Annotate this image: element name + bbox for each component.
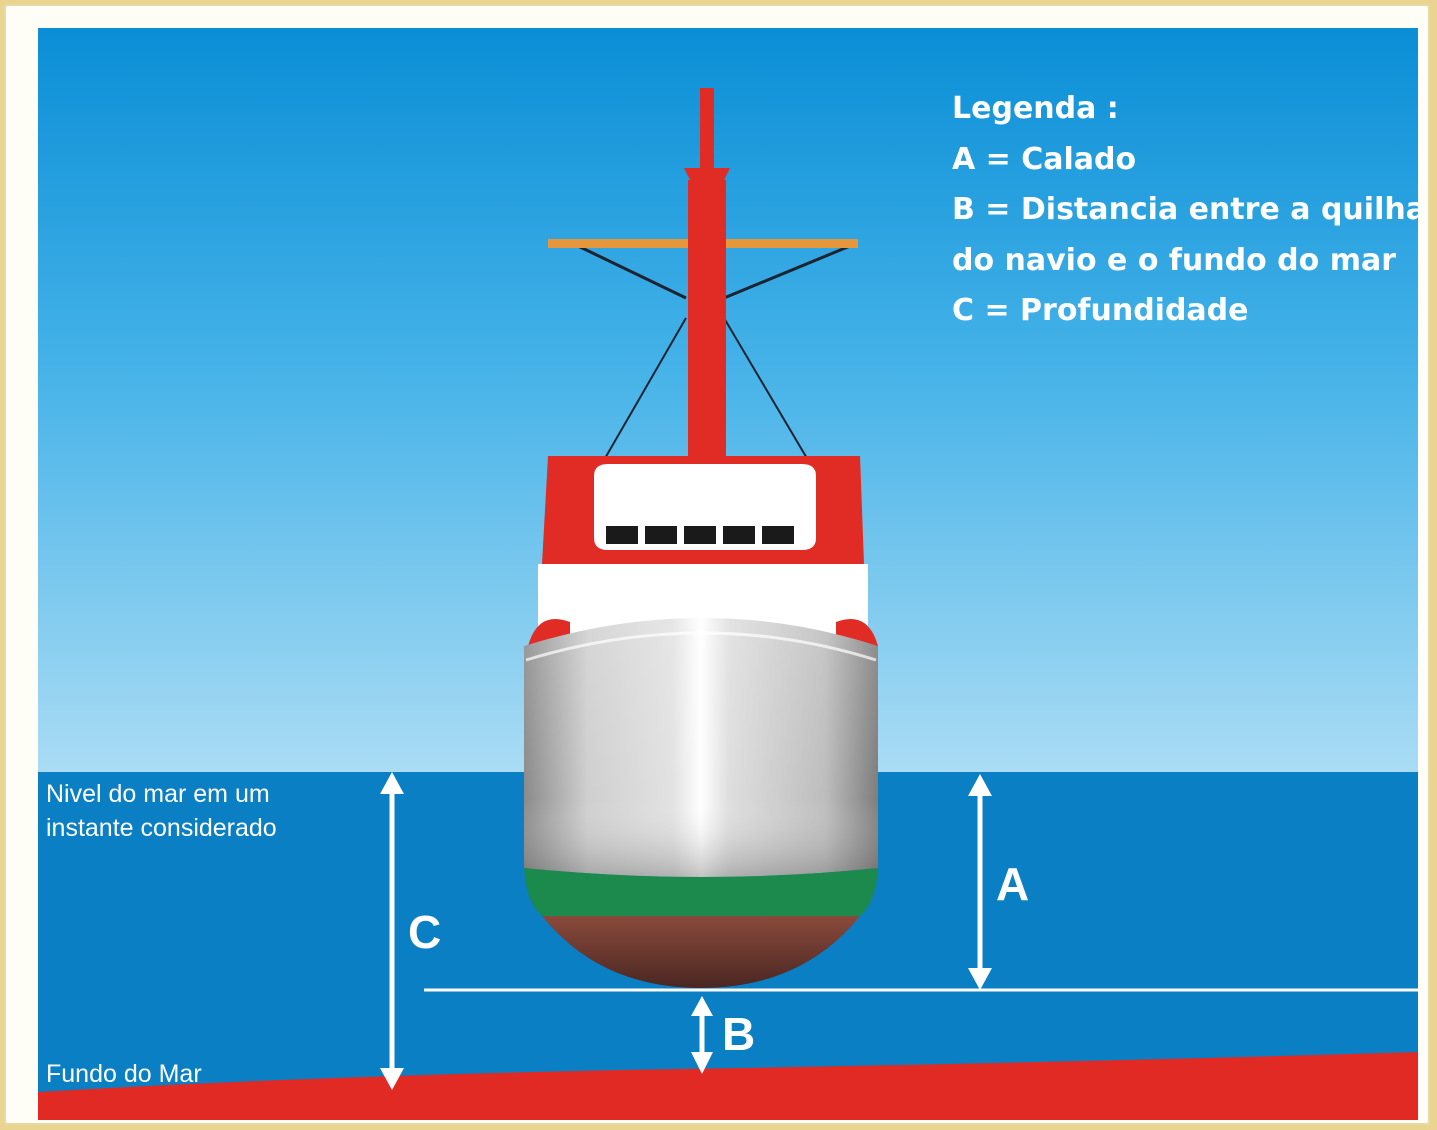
legend-item-b: B = Distancia entre a quilha — [952, 192, 1418, 227]
sea-floor-label: Fundo do Mar — [46, 1060, 202, 1088]
draft-diagram: A B C Nivel do mar em um instante consid… — [38, 28, 1418, 1120]
legend-title: Legenda : — [952, 91, 1119, 126]
legend: Legenda : A = Calado B = Distancia entre… — [952, 91, 1418, 328]
legend-item-c: C = Profundidade — [952, 293, 1249, 328]
label-B: B — [722, 1008, 755, 1060]
bridge-window — [723, 526, 755, 544]
legend-item-b-continued: do navio e o fundo do mar — [952, 243, 1396, 278]
bridge-window — [606, 526, 638, 544]
bridge-window — [645, 526, 677, 544]
double-arrow-icon — [380, 772, 404, 1090]
label-C: C — [408, 906, 441, 958]
bridge-window — [684, 526, 716, 544]
ship-hull — [524, 618, 878, 988]
sea-level-label-line2: instante considerado — [46, 814, 277, 842]
ship-mast — [548, 88, 858, 470]
double-arrow-icon — [691, 996, 713, 1074]
image-frame: A B C Nivel do mar em um instante consid… — [4, 4, 1430, 1125]
sea-floor — [38, 1052, 1418, 1120]
sea-level-label-line1: Nivel do mar em um — [46, 780, 270, 808]
double-arrow-icon — [968, 774, 992, 990]
label-A: A — [996, 858, 1029, 910]
bridge-window — [762, 526, 794, 544]
legend-item-a: A = Calado — [952, 142, 1136, 177]
